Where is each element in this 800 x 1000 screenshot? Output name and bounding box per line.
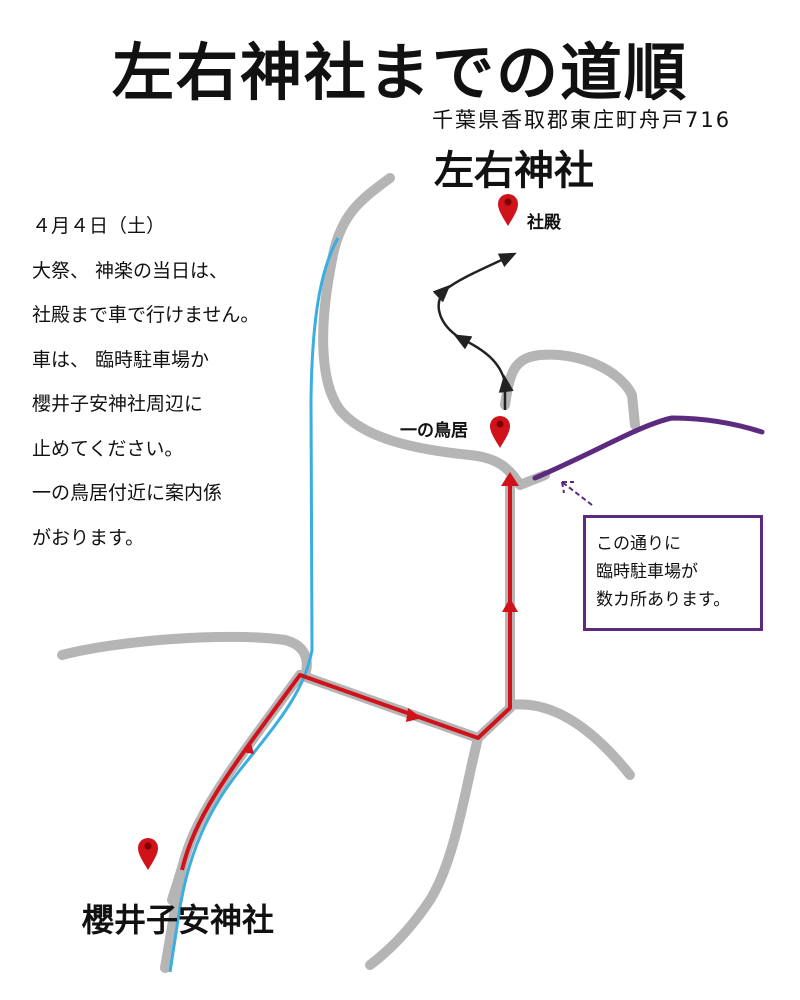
- notice-line: 止めてください。: [32, 437, 184, 460]
- notice-line: 車は、 臨時駐車場か: [32, 348, 210, 371]
- notice-line: がおります。: [32, 526, 145, 549]
- route-arrow: [242, 740, 254, 754]
- road-loop: [500, 349, 640, 430]
- parking-note-box: この通りに 臨時駐車場が 数カ所あります。: [583, 515, 763, 631]
- river: [168, 237, 340, 973]
- shaden-label: 社殿: [527, 213, 561, 233]
- pin-icon: [498, 194, 518, 226]
- notice-line: 櫻井子安神社周辺に: [32, 393, 204, 415]
- destination-name: 左右神社: [434, 147, 594, 194]
- walking-path: [432, 252, 517, 410]
- route-arrows: [242, 472, 519, 754]
- route-arrow: [501, 472, 519, 486]
- road-south: [365, 733, 483, 970]
- notice-line: 大祭、 神楽の当日は、: [32, 259, 229, 282]
- notice-line: ４月４日（土）: [32, 215, 166, 237]
- parking-note-line: この通りに: [596, 534, 681, 554]
- dashed-pointer-arrow: [561, 481, 593, 506]
- road-southeast: [505, 699, 635, 780]
- road-west: [57, 631, 312, 680]
- notice-line: 社殿まで車で行けません。: [32, 304, 260, 326]
- driving-route: [180, 480, 512, 871]
- torii-label: 一の鳥居: [400, 421, 468, 441]
- parking-note-line: 臨時駐車場が: [596, 562, 698, 582]
- route-arrow: [502, 598, 518, 612]
- notice-text: ４月４日（土） 大祭、 神楽の当日は、 社殿まで車で行けません。 車は、 臨時駐…: [32, 204, 259, 560]
- pin-icon: [138, 838, 158, 870]
- road-southwest: [160, 863, 187, 973]
- parking-note-line: 数カ所あります。: [596, 590, 731, 610]
- parking-road: [532, 415, 765, 481]
- road-north-curve: [318, 173, 550, 490]
- shrine-address: 千葉県香取郡東庄町舟戸716: [432, 108, 732, 132]
- origin-name: 櫻井子安神社: [82, 901, 275, 939]
- notice-line: 一の鳥居付近に案内係: [32, 482, 223, 504]
- pin-icon: [490, 416, 510, 448]
- page-title: 左右神社までの道順: [111, 36, 688, 109]
- route-arrow: [406, 708, 422, 722]
